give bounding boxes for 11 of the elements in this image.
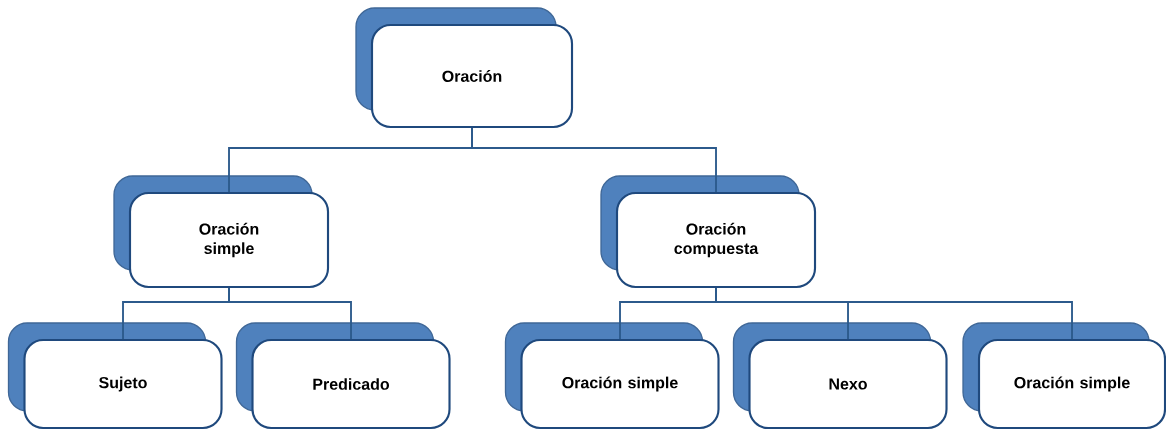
connector-line xyxy=(715,287,1073,340)
node-box: Predicado xyxy=(235,322,451,430)
connector-line xyxy=(471,127,717,193)
connector-line xyxy=(228,287,352,340)
node-box: Oración simple xyxy=(962,322,1166,430)
node-box: Oración simple xyxy=(504,322,720,430)
node-box: Nexo xyxy=(732,322,948,430)
node-box: Oración xyxy=(355,7,574,129)
node-box: Sujeto xyxy=(7,322,223,430)
node-box: Oración simple xyxy=(113,175,330,289)
node-box: Oración compuesta xyxy=(600,175,817,289)
